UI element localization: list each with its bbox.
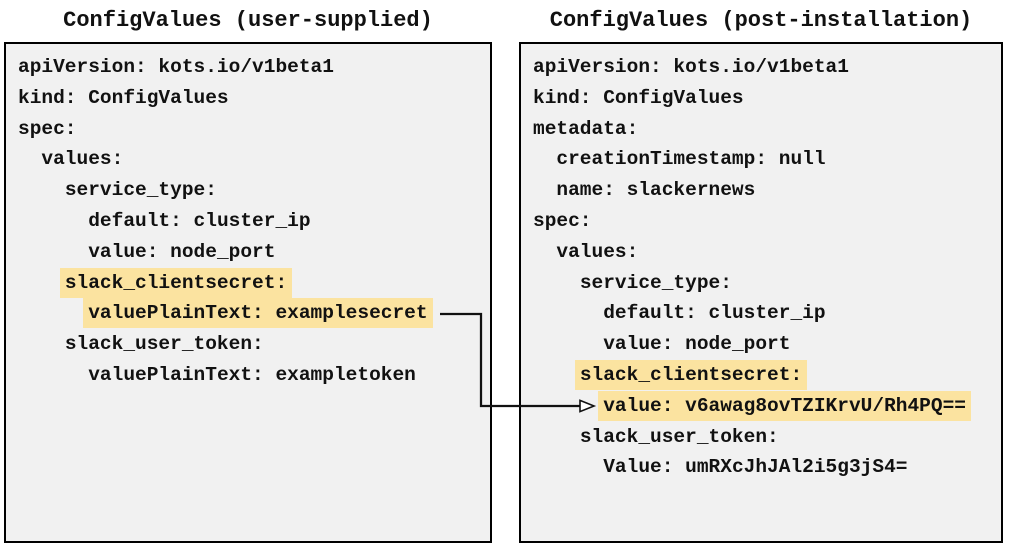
- yaml-line: valuePlainText: examplesecret: [18, 298, 478, 329]
- panel-title-post-installation: ConfigValues (post-installation): [549, 8, 973, 33]
- yaml-line: valuePlainText: exampletoken: [18, 360, 478, 391]
- yaml-indent: [533, 148, 556, 170]
- code-box-user-supplied: apiVersion: kots.io/v1beta1 kind: ConfigV…: [4, 42, 492, 543]
- yaml-line-text: service_type:: [579, 271, 732, 294]
- panel-title-user-supplied: ConfigValues (user-supplied): [63, 8, 433, 33]
- yaml-indent: [18, 241, 88, 263]
- yaml-line: service_type:: [18, 175, 478, 206]
- yaml-line: slack_clientsecret:: [533, 359, 989, 391]
- yaml-line-text: valuePlainText: exampletoken: [88, 363, 416, 386]
- yaml-indent: [18, 333, 65, 355]
- yaml-line: kind: ConfigValues: [18, 83, 478, 114]
- yaml-indent: [533, 179, 556, 201]
- yaml-indent: [18, 210, 88, 232]
- yaml-line: slack_clientsecret:: [18, 267, 478, 299]
- yaml-line-text-highlighted: slack_clientsecret:: [59, 267, 293, 298]
- yaml-line-text: Value: umRXcJhJAl2i5g3jS4=: [603, 456, 908, 479]
- yaml-line-text: apiVersion: kots.io/v1beta1: [18, 56, 334, 78]
- code-box-post-installation: apiVersion: kots.io/v1beta1 kind: ConfigV…: [519, 42, 1003, 543]
- yaml-indent: [533, 364, 580, 386]
- yaml-line-text: values:: [41, 148, 124, 171]
- yaml-indent: [18, 272, 65, 294]
- yaml-line-text: kind: ConfigValues: [18, 86, 229, 109]
- yaml-line: spec:: [18, 114, 478, 145]
- yaml-line-text: spec:: [533, 209, 592, 232]
- yaml-indent: [533, 333, 603, 355]
- yaml-indent: [533, 272, 580, 294]
- yaml-line-text: values:: [556, 240, 639, 263]
- yaml-line: kind: ConfigValues: [533, 83, 989, 114]
- yaml-indent: [18, 179, 65, 201]
- yaml-line-text: default: cluster_ip: [603, 302, 826, 325]
- yaml-line: Value: umRXcJhJAl2i5g3jS4=: [533, 452, 989, 483]
- yaml-line-text: metadata:: [533, 117, 639, 140]
- yaml-line: default: cluster_ip: [18, 206, 478, 237]
- yaml-line: values:: [18, 144, 478, 175]
- yaml-line-text: apiVersion: kots.io/v1beta1: [533, 56, 849, 78]
- yaml-indent: [533, 456, 603, 478]
- yaml-indent: [18, 302, 88, 324]
- yaml-line-text: creationTimestamp: null: [556, 148, 826, 171]
- yaml-line-text: default: cluster_ip: [88, 209, 311, 232]
- yaml-line-text: slack_user_token:: [64, 333, 264, 356]
- yaml-line: value: v6awag8ovTZIKrvU/Rh4PQ==: [533, 390, 989, 422]
- yaml-line: creationTimestamp: null: [533, 144, 989, 175]
- yaml-line: apiVersion: kots.io/v1beta1: [533, 52, 989, 83]
- yaml-line: apiVersion: kots.io/v1beta1: [18, 52, 478, 83]
- yaml-line-text-highlighted: valuePlainText: examplesecret: [83, 298, 433, 329]
- yaml-indent: [18, 148, 41, 170]
- yaml-line: slack_user_token:: [18, 329, 478, 360]
- yaml-line-text: value: node_port: [603, 333, 791, 356]
- yaml-line: spec:: [533, 206, 989, 237]
- yaml-indent: [533, 426, 580, 448]
- yaml-line-text: value: node_port: [88, 240, 276, 263]
- yaml-line: value: node_port: [18, 237, 478, 268]
- yaml-line-text-highlighted: slack_clientsecret:: [574, 359, 808, 390]
- yaml-line-text: slack_user_token:: [579, 425, 779, 448]
- yaml-line: values:: [533, 237, 989, 268]
- yaml-indent: [533, 302, 603, 324]
- yaml-line: default: cluster_ip: [533, 298, 989, 329]
- yaml-line: slack_user_token:: [533, 422, 989, 453]
- yaml-indent: [533, 395, 603, 417]
- yaml-line: value: node_port: [533, 329, 989, 360]
- yaml-indent: [18, 364, 88, 386]
- yaml-indent: [533, 241, 556, 263]
- yaml-line: metadata:: [533, 114, 989, 145]
- yaml-line-text: kind: ConfigValues: [533, 86, 744, 109]
- yaml-line-text: service_type:: [64, 179, 217, 202]
- yaml-line-text-highlighted: value: v6awag8ovTZIKrvU/Rh4PQ==: [598, 390, 971, 421]
- yaml-line-text: name: slackernews: [556, 179, 756, 202]
- yaml-line: name: slackernews: [533, 175, 989, 206]
- yaml-line-text: spec:: [18, 117, 77, 140]
- yaml-line: service_type:: [533, 268, 989, 299]
